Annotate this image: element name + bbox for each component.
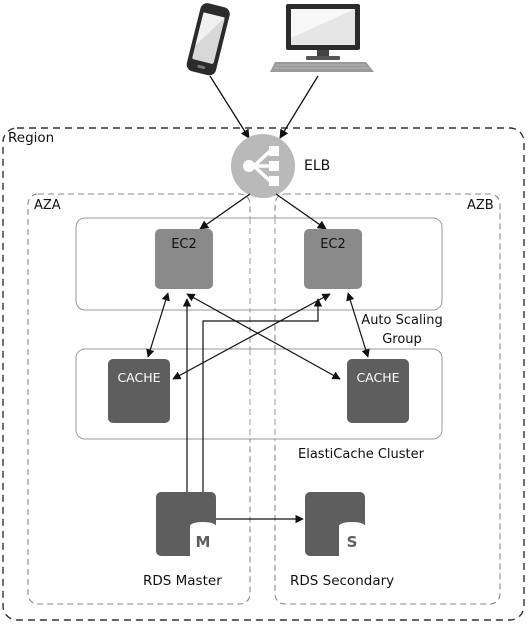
asg-label-line2: Group (382, 332, 422, 347)
rds-master-badge: M (195, 533, 211, 551)
ec2-node-a (155, 229, 213, 289)
cache-b-label: CACHE (356, 370, 400, 385)
rds-secondary-badge: S (346, 533, 358, 551)
load-balancer-icon (243, 146, 279, 186)
cache-a-label: CACHE (117, 370, 161, 385)
desktop-computer-icon (270, 4, 374, 72)
rds-master-node (156, 492, 216, 556)
ec2-b-label: EC2 (320, 237, 346, 252)
ec2-node-b (304, 229, 362, 289)
database-icon (190, 522, 216, 556)
asg-label-line1: Auto Scaling (361, 313, 443, 328)
rds-secondary-label: RDS Secondary (290, 573, 395, 589)
database-icon (339, 522, 365, 556)
az-a-label: AZA (34, 198, 61, 213)
cache-node-a (108, 359, 170, 423)
region-boundary (2, 127, 525, 621)
ec2-a-label: EC2 (171, 237, 197, 252)
elb-node (231, 134, 295, 198)
cache-node-b (347, 359, 409, 423)
elb-label: ELB (304, 158, 331, 174)
region-label: Region (8, 130, 55, 146)
auto-scaling-group-box (75, 217, 443, 311)
elasticache-label: ElastiCache Cluster (298, 447, 424, 462)
rds-secondary-node (305, 492, 365, 556)
az-b-label: AZB (467, 198, 494, 213)
mobile-phone-icon (186, 3, 230, 76)
rds-master-label: RDS Master (143, 573, 222, 589)
